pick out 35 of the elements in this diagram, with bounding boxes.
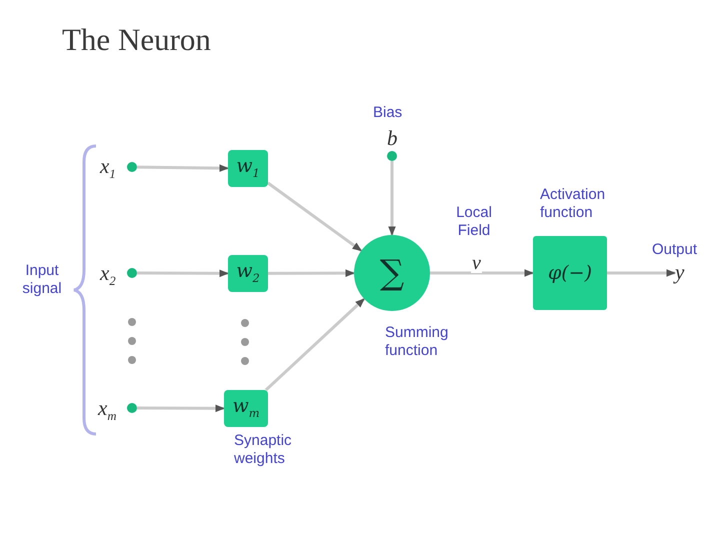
bias-variable: b (387, 128, 398, 149)
input-variable: x$_{1}$ (100, 156, 116, 181)
summing-function-label: Summing function (385, 324, 450, 360)
output-variable: y (675, 262, 684, 283)
input-variable: x$_{2}$ (100, 263, 116, 288)
arrow (430, 269, 534, 277)
bias-label: Bias (373, 104, 404, 122)
activation-function-label: Activation function (540, 186, 606, 222)
arrow (267, 182, 362, 252)
activation-formula: φ(−) (548, 264, 592, 282)
input-dot (127, 268, 137, 278)
arrow (388, 161, 396, 236)
weight-symbol: w$_{1}$ (236, 157, 260, 180)
input-variable: x$_{m}$ (98, 398, 116, 423)
diagram-title: The Neuron (62, 22, 211, 58)
synaptic-weights-label: Synaptic weights (234, 432, 293, 468)
weight-box (228, 255, 268, 292)
bias-dot (387, 151, 397, 161)
weight-box (228, 150, 268, 187)
arrow (136, 270, 229, 278)
arrow (136, 404, 225, 412)
weight-symbol: w$_{m}$ (232, 397, 260, 420)
arrow (607, 269, 676, 277)
output-label: Output (652, 241, 698, 259)
input-dot (127, 403, 137, 413)
arrow (268, 269, 355, 277)
arrow (136, 164, 229, 172)
sigma-symbol: ∑ (380, 256, 404, 290)
local-field-label: Local Field (455, 204, 493, 240)
activation-box (533, 236, 607, 310)
weight-box (224, 390, 268, 427)
arrow (264, 298, 366, 392)
input-signal-label: Input signal (21, 262, 63, 298)
input-dot (127, 162, 137, 172)
weight-symbol: w$_{2}$ (236, 262, 260, 285)
